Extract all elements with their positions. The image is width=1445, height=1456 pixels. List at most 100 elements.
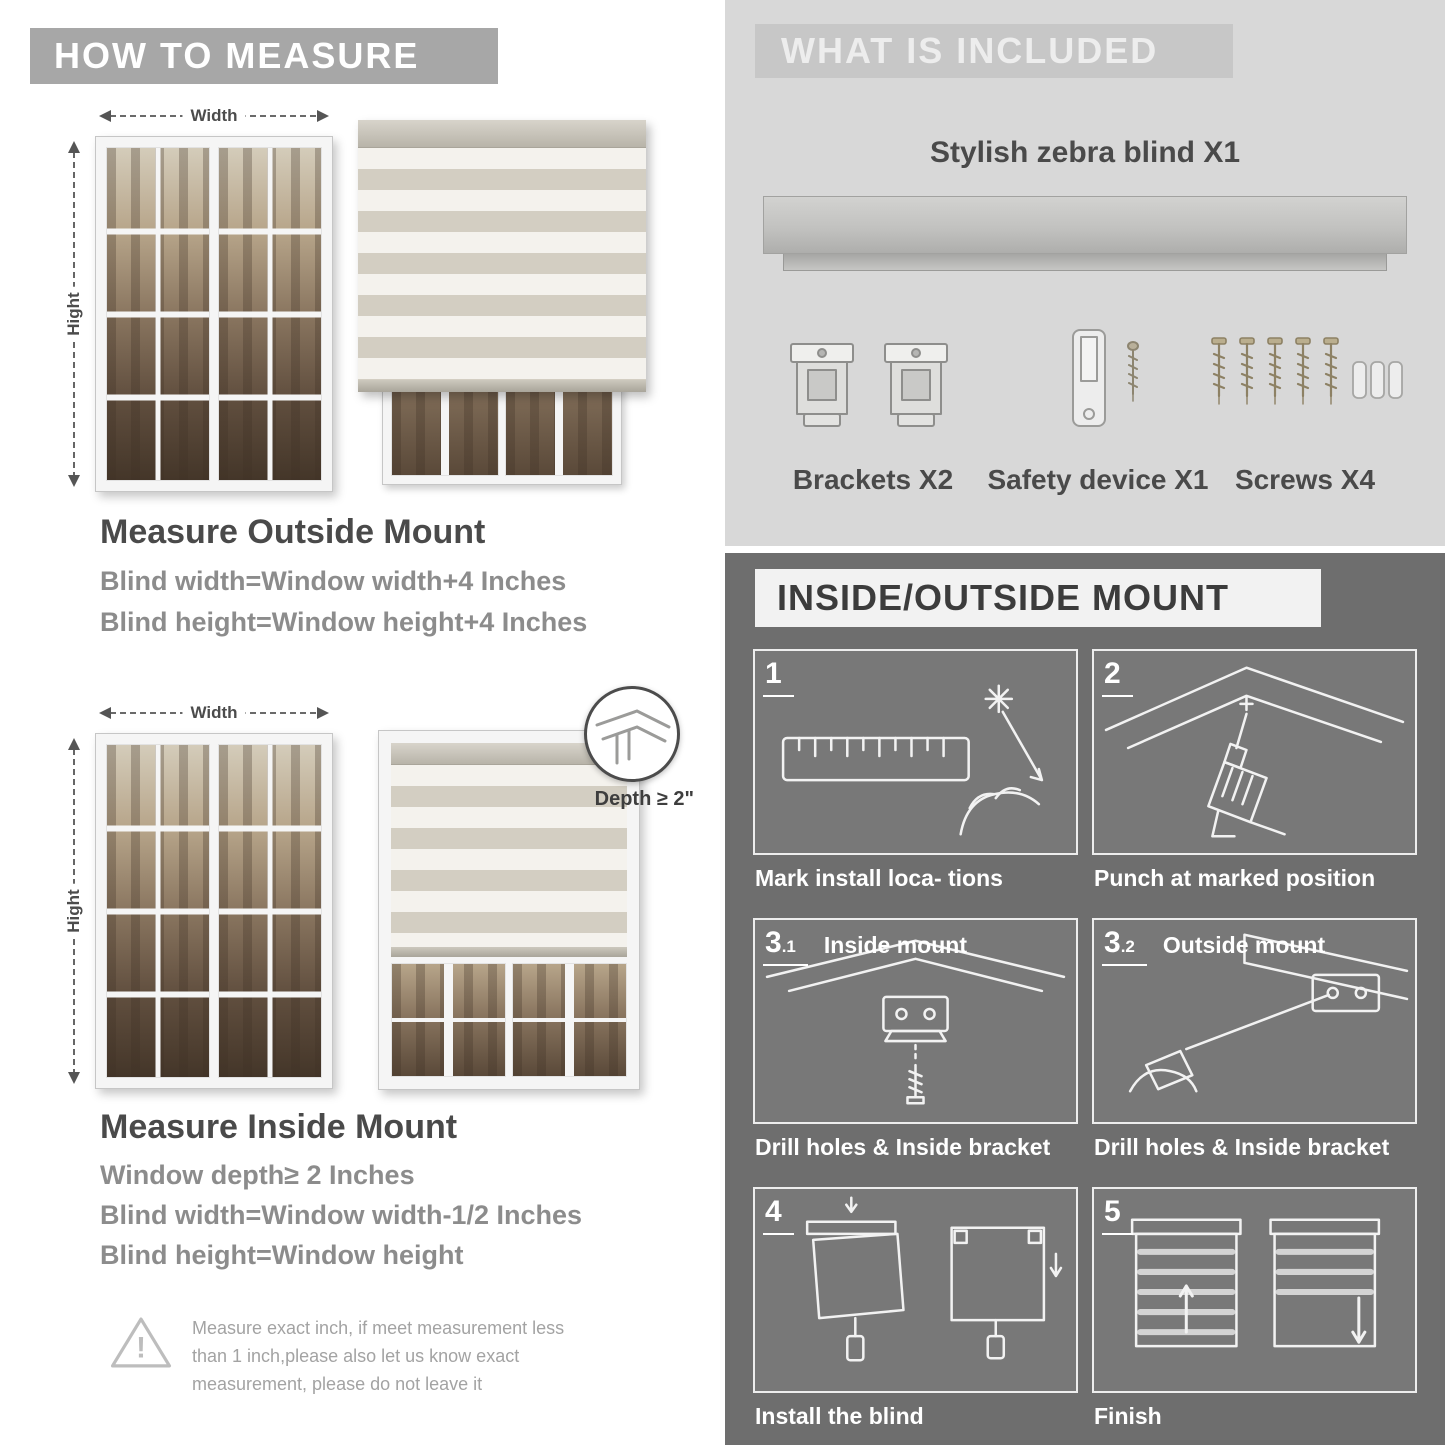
how-to-measure-title: HOW TO MEASURE <box>54 35 420 76</box>
zebra-blind <box>358 120 646 392</box>
screws-label: Screws X4 <box>1234 464 1376 495</box>
safety-device-image <box>1025 324 1175 458</box>
inside-depth-requirement: Window depth≥ 2 Inches <box>100 1160 415 1190</box>
step-number-main: 1 <box>765 657 782 690</box>
window-illustration-inside <box>95 733 333 1089</box>
what-is-included-section: WHAT IS INCLUDED Stylish zebra blind X1 <box>725 0 1445 546</box>
step-number-suffix: .2 <box>1120 937 1135 956</box>
install-blind-illustration <box>805 1196 1063 1362</box>
step-5-caption: Finish <box>1094 1403 1162 1429</box>
step-1-caption: Mark install loca- tions <box>755 865 1003 891</box>
step-3-2: 3.2 Outside mount Drill holes & Insi <box>1092 918 1417 1177</box>
installation-steps: 1 Mark install loca- tions <box>753 649 1417 1456</box>
warning-line-3: measurement, please do not leave it <box>192 1374 483 1394</box>
step-4: 4 <box>753 1187 1078 1446</box>
outside-mount-blind-illustration <box>358 120 646 492</box>
inside-outside-mount-section: INSIDE/OUTSIDE MOUNT 1 <box>725 553 1445 1445</box>
inside-width-formula: Blind width=Window width-1/2 Inches <box>100 1200 583 1230</box>
step-number-main: 2 <box>1104 657 1121 690</box>
inside-mount-title: Measure Inside Mount <box>100 1108 458 1146</box>
window-sash <box>106 147 210 481</box>
what-is-included-banner: WHAT IS INCLUDED <box>755 24 1233 78</box>
blind-headrail <box>358 120 646 148</box>
warning-triangle-icon: ! <box>110 1317 172 1368</box>
step-5-panel: 5 <box>1092 1187 1417 1393</box>
step-3-1-head: 3.1 Inside mount <box>763 926 967 966</box>
what-is-included-title: WHAT IS INCLUDED <box>781 30 1159 71</box>
outside-width-formula: Blind width=Window width+4 Inches <box>100 566 567 596</box>
blind-bottom-rail <box>391 947 627 957</box>
width-label: Width <box>182 106 246 126</box>
step-2-panel: 2 <box>1092 649 1417 855</box>
step-5: 5 Finish <box>1092 1187 1417 1446</box>
window-lower-panes <box>391 963 627 1077</box>
depth-requirement-label: Depth ≥ 2" <box>594 788 694 810</box>
step-5-head: 5 <box>1102 1195 1149 1235</box>
window-frame <box>378 730 640 1090</box>
blind-bottom-rail <box>358 380 646 392</box>
step-number: 2 <box>1102 657 1133 697</box>
safety-device-label: Safety device X1 <box>987 464 1209 495</box>
how-to-measure-banner: HOW TO MEASURE <box>30 28 498 84</box>
step-number-main: 3 <box>1104 926 1121 959</box>
width-label: Width <box>182 703 246 723</box>
step-number-main: 4 <box>765 1195 782 1228</box>
included-product-name: Stylish zebra blind X1 <box>929 136 1241 169</box>
step-sublabel: Outside mount <box>1162 932 1326 958</box>
warning-line-1: Measure exact inch, if meet measurement … <box>192 1318 565 1338</box>
height-measure-arrow-outside: Hight <box>62 140 86 488</box>
step-2: 2 Punch at marked posi <box>1092 649 1417 908</box>
height-measure-arrow-inside: Hight <box>62 737 86 1085</box>
step-4-panel: 4 <box>753 1187 1078 1393</box>
step-number: 3.2 <box>1102 926 1147 966</box>
height-label: Hight <box>62 286 86 342</box>
step-3-2-head: 3.2 Outside mount <box>1102 926 1325 966</box>
warning-text: Measure exact inch, if meet measurement … <box>192 1312 564 1398</box>
width-measure-arrow-inside: Width <box>98 701 330 725</box>
mount-banner: INSIDE/OUTSIDE MOUNT <box>755 569 1321 627</box>
outside-bracket-illustration <box>1128 933 1409 1093</box>
mark-location-illustration <box>781 684 1044 836</box>
brackets-label: Brackets X2 <box>792 464 954 495</box>
blind-stripes <box>391 765 627 947</box>
window-sash <box>391 963 506 1077</box>
width-measure-arrow-outside: Width <box>98 104 330 128</box>
screws-image <box>1203 330 1408 454</box>
inside-bracket-illustration <box>765 939 1066 1105</box>
step-3-1-caption: Drill holes & Inside bracket <box>755 1134 1051 1160</box>
step-number-suffix: .1 <box>781 937 796 956</box>
window-sash <box>218 744 322 1078</box>
step-3-1: 3.1 Inside mount <box>753 918 1078 1177</box>
warning-line-2: than 1 inch,please also let us know exac… <box>192 1346 520 1366</box>
depth-magnifier-circle <box>584 686 680 782</box>
zebra-blind-rail-image <box>763 196 1407 254</box>
step-number: 3.1 <box>763 926 808 966</box>
step-1-head: 1 <box>763 657 810 697</box>
screws-icon <box>1211 337 1403 405</box>
step-number: 1 <box>763 657 794 697</box>
step-1-panel: 1 <box>753 649 1078 855</box>
window-illustration-outside <box>95 136 333 492</box>
step-2-caption: Punch at marked position <box>1094 865 1376 891</box>
blind-headrail <box>391 743 627 765</box>
step-number: 5 <box>1102 1195 1133 1235</box>
finished-blinds-illustration <box>1130 1218 1381 1348</box>
step-sublabel: Inside mount <box>823 932 967 958</box>
step-4-head: 4 <box>763 1195 810 1235</box>
window-sash <box>106 744 210 1078</box>
step-3-1-panel: 3.1 Inside mount <box>753 918 1078 1124</box>
zebra-blind <box>391 743 627 957</box>
safety-device-icon <box>1072 329 1139 427</box>
step-number-main: 3 <box>765 926 782 959</box>
bracket-icon <box>790 343 948 427</box>
outside-mount-title: Measure Outside Mount <box>100 513 486 551</box>
inside-mount-blind-illustration: Depth ≥ 2" <box>378 686 694 1090</box>
step-number-main: 5 <box>1104 1195 1121 1228</box>
drill-illustration <box>1104 666 1405 838</box>
window-corner-detail-icon <box>595 709 671 765</box>
warning-exclamation: ! <box>136 1332 146 1365</box>
blind-stripes <box>358 148 646 380</box>
step-4-caption: Install the blind <box>755 1403 924 1429</box>
step-number: 4 <box>763 1195 794 1235</box>
inside-height-formula: Blind height=Window height <box>100 1240 464 1270</box>
